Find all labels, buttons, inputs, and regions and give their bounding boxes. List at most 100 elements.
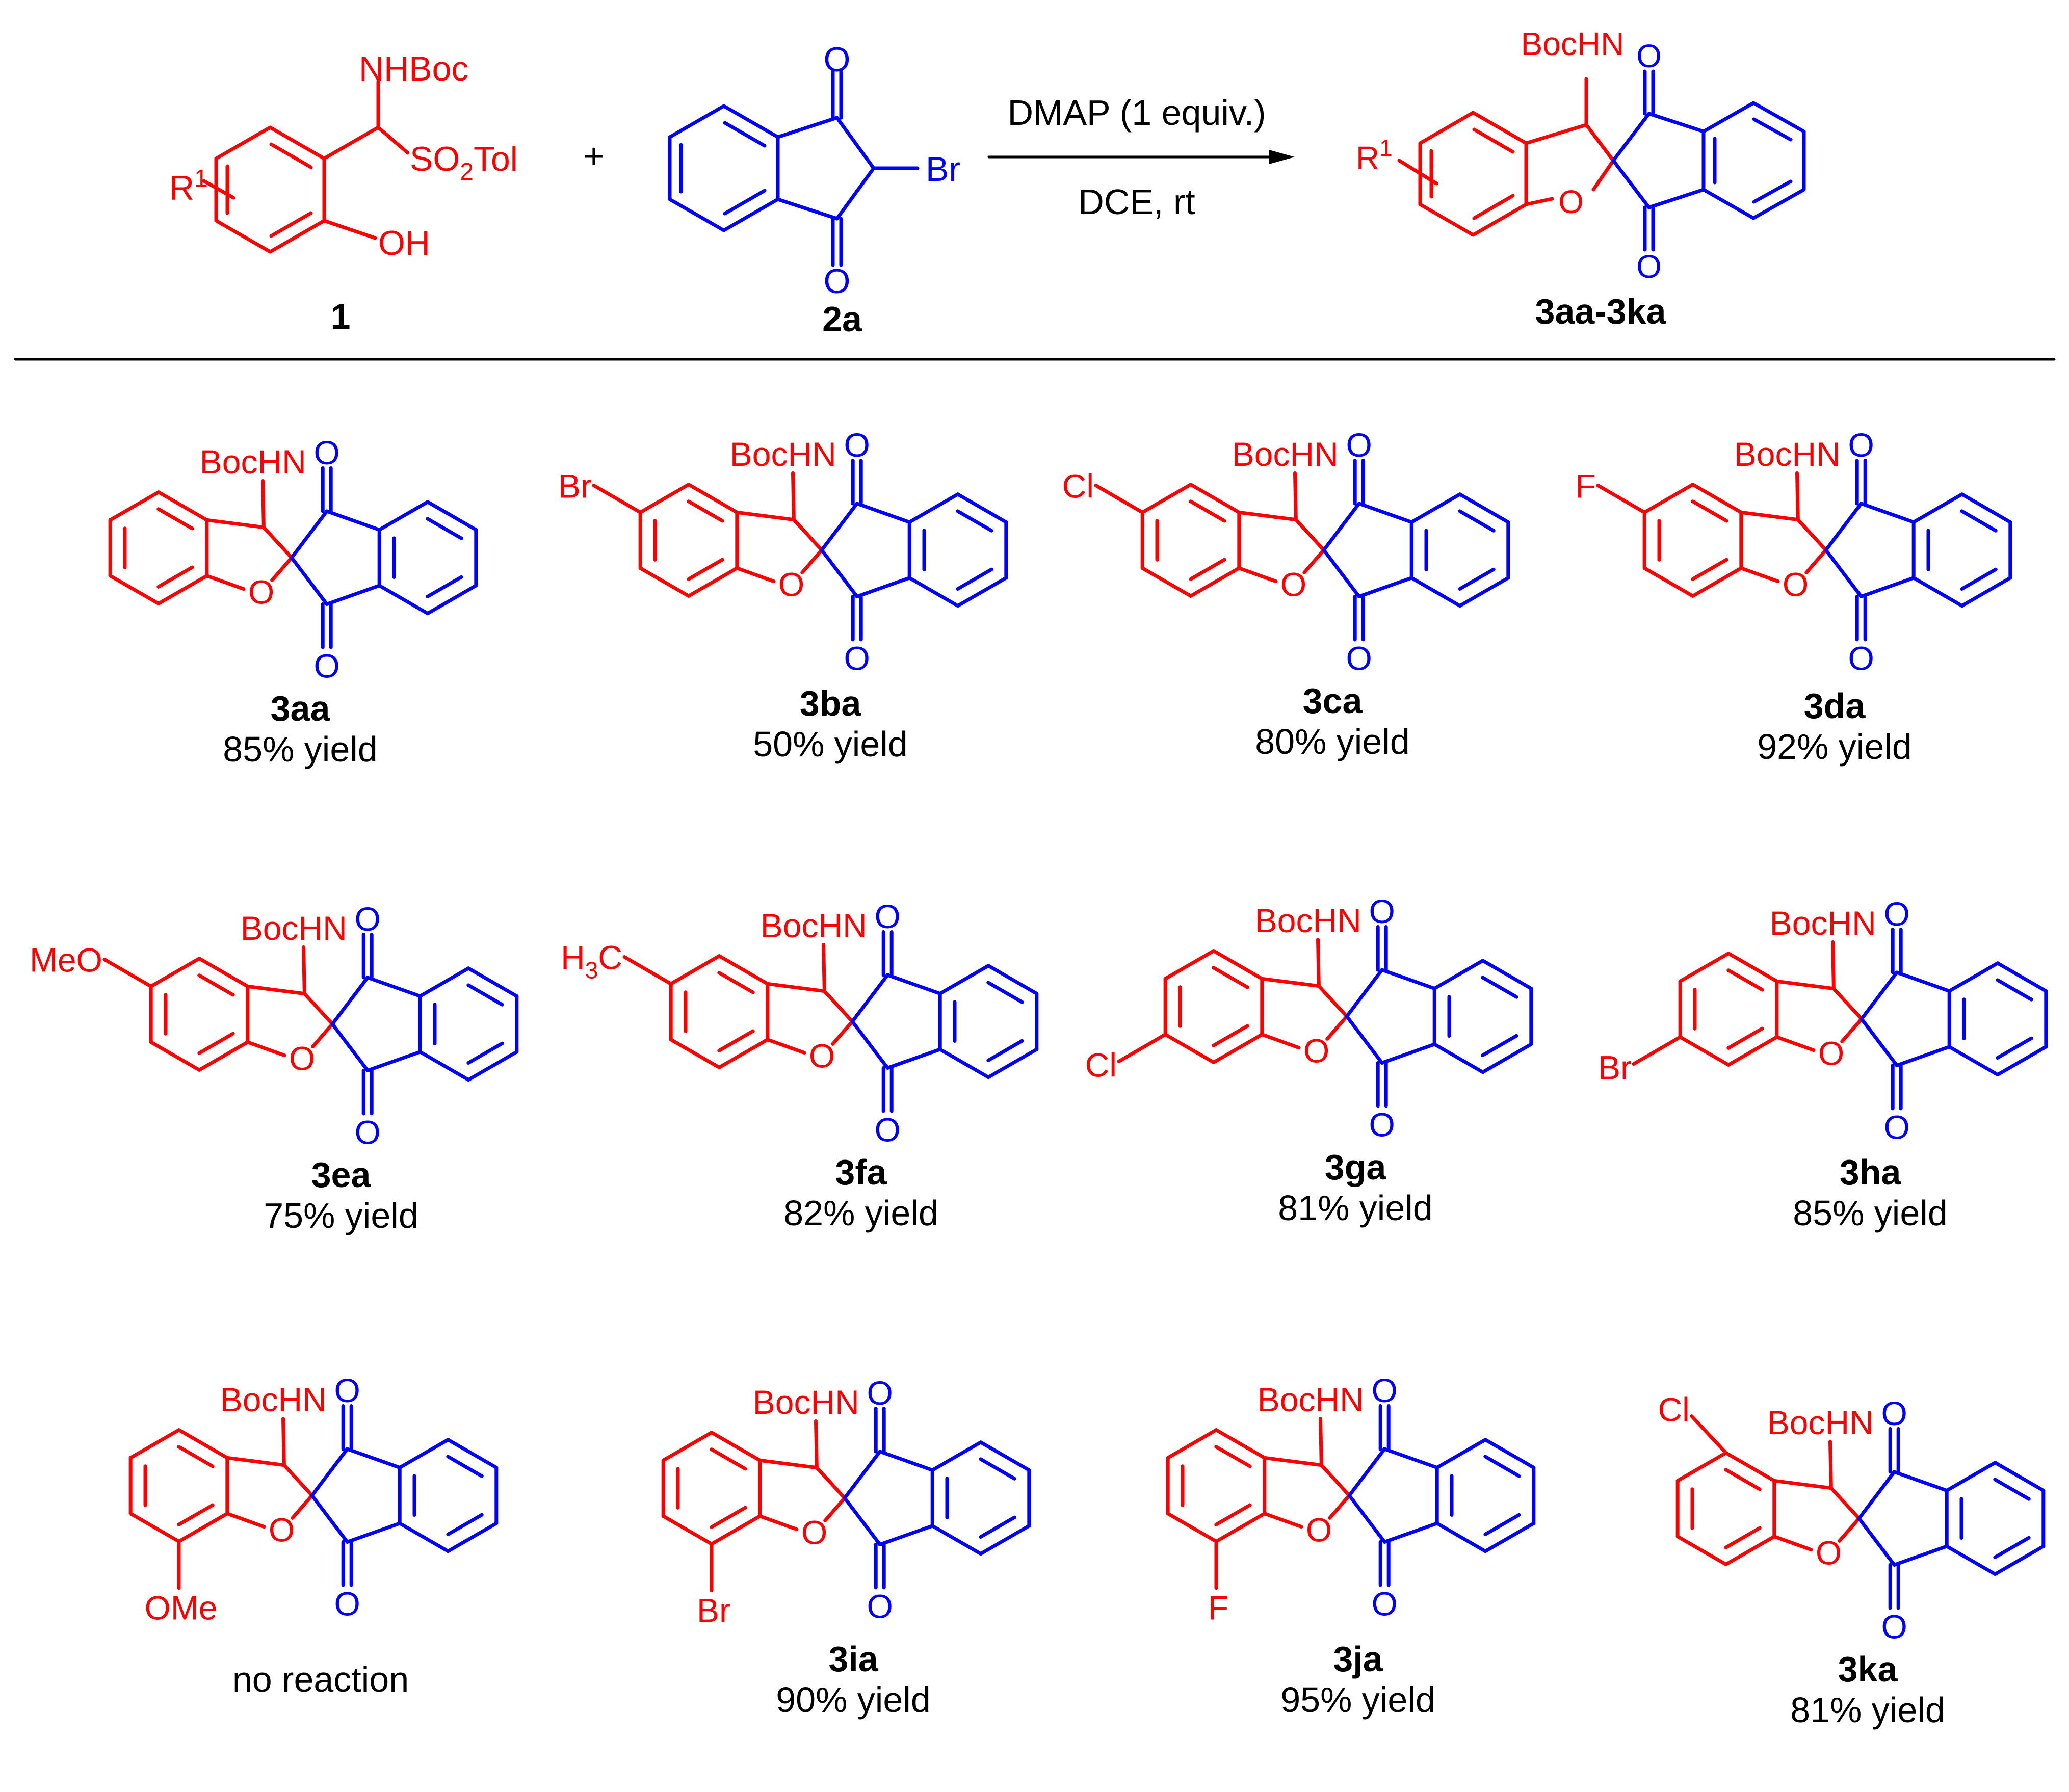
bond-line — [1960, 576, 2012, 608]
bond-line — [850, 1019, 889, 1070]
bochn-label: BocHN — [1232, 435, 1339, 473]
bond-line — [1212, 1033, 1264, 1064]
bond-line — [1458, 509, 1496, 533]
oxygen-label: O — [1636, 38, 1662, 74]
bond-line — [1483, 1438, 1536, 1469]
conditions-above: DMAP (1 equiv.) — [1007, 93, 1266, 133]
bond-line — [1458, 567, 1496, 591]
carbonyl-oxygen-label: O — [1372, 1585, 1398, 1622]
bond-line — [1189, 566, 1241, 598]
bond-line — [291, 1493, 314, 1520]
bond-line — [108, 490, 161, 522]
ring-oxygen-label: O — [289, 1039, 315, 1077]
bond-line — [1642, 483, 1695, 514]
bond-line — [418, 966, 470, 998]
bond-line — [1828, 1440, 1833, 1490]
reaction-arrow — [987, 150, 1295, 164]
bond-line — [710, 1514, 762, 1546]
bond-line — [446, 1521, 499, 1553]
bond-line — [281, 1417, 286, 1467]
bond-line — [1678, 1035, 1731, 1067]
ring-oxygen-label: O — [1818, 1034, 1844, 1072]
bond-line — [1831, 987, 1864, 1021]
bond-line — [1724, 1535, 1776, 1566]
bond-line — [735, 566, 776, 584]
bond-line — [1724, 1468, 1762, 1491]
bond-line — [1860, 1017, 1899, 1067]
bond-line — [820, 548, 859, 598]
ring-oxygen-label: O — [1280, 565, 1306, 603]
bond-line — [426, 575, 463, 598]
bond-line — [1824, 548, 1863, 598]
ring-oxygen-label: O — [778, 565, 804, 603]
carbonyl-oxygen-label: O — [1884, 895, 1910, 933]
bond-line — [1214, 1445, 1252, 1468]
bond-line — [850, 973, 889, 1023]
carbonyl-oxygen-label: O — [334, 1372, 360, 1409]
bond-line — [225, 1512, 266, 1529]
bond-line — [302, 945, 306, 996]
bochn-label: BocHN — [220, 1381, 327, 1418]
bond-line — [1345, 1014, 1384, 1065]
bromo-label: Br — [926, 150, 960, 189]
bond-line — [1189, 483, 1241, 514]
bond-line — [149, 1040, 201, 1072]
bond-line — [1345, 968, 1384, 1018]
bond-line — [1163, 949, 1216, 981]
bond-line — [377, 584, 430, 616]
bond-line — [1691, 566, 1743, 598]
compound-id: 3fa — [835, 1152, 887, 1192]
bond-line — [986, 981, 1024, 1004]
bond-line — [128, 1428, 181, 1460]
carbonyl-oxygen-label: O — [875, 1111, 901, 1148]
bond-line — [717, 971, 755, 994]
bond-line — [177, 1512, 229, 1543]
bond-line — [1772, 1479, 1833, 1490]
substituent-label: Br — [697, 1592, 730, 1629]
bond-line — [177, 1503, 215, 1526]
bond-line — [261, 525, 294, 560]
carbonyl-oxygen-label: O — [334, 1585, 360, 1622]
bond-line — [466, 983, 504, 1007]
conditions-below: DCE, rt — [1078, 182, 1195, 222]
bond-line — [1993, 1536, 2031, 1559]
reactant-2a-id: 2a — [822, 299, 862, 339]
bond-line — [907, 492, 960, 524]
bond-line — [261, 479, 266, 530]
carbonyl-oxygen-label: O — [1881, 1607, 1907, 1645]
substituent-label: F — [1208, 1589, 1228, 1627]
bond-line — [1214, 1428, 1267, 1460]
bond-line — [956, 509, 993, 533]
bond-line — [1214, 1503, 1252, 1526]
bond-line — [310, 1447, 349, 1497]
substituent-label: Cl — [1085, 1046, 1117, 1084]
bond-line — [1382, 1521, 1439, 1544]
bond-line — [426, 517, 463, 540]
compound-id: 3da — [1803, 686, 1866, 726]
bond-line — [1347, 1447, 1386, 1497]
bond-line — [1317, 984, 1349, 1018]
bond-line — [1117, 1033, 1167, 1063]
carbonyl-oxygen-label: O — [844, 639, 870, 677]
bond-line — [1911, 492, 1964, 524]
bond-line — [1772, 1535, 1813, 1552]
r1-label: R1 — [169, 165, 208, 207]
nhboc-label: NHBoc — [359, 49, 468, 88]
bond-line — [466, 966, 519, 998]
carbonyl-oxygen-label: O — [1369, 892, 1395, 930]
bond-line — [345, 1521, 402, 1544]
bond-line — [1212, 949, 1264, 981]
bond-line — [930, 1524, 983, 1556]
oh-label: OH — [378, 224, 430, 262]
bochn-label: BocHN — [1734, 435, 1841, 473]
bond-line — [820, 502, 859, 552]
reactant-1-structure — [202, 80, 410, 254]
bond-line — [1857, 1516, 1896, 1567]
